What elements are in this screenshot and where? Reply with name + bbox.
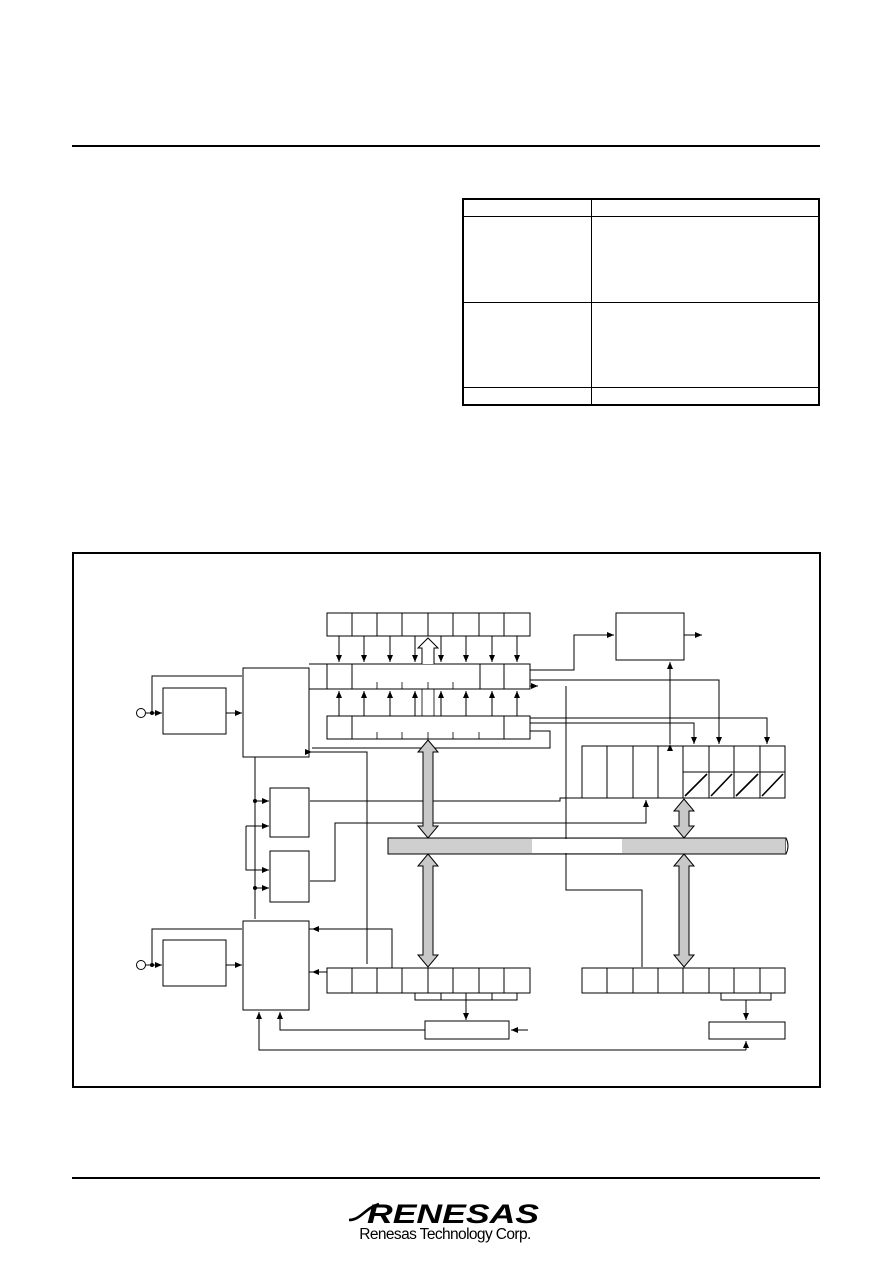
company-name: Renesas Technology Corp.: [359, 1226, 531, 1243]
spec-table-row-rule-1: [464, 302, 818, 303]
arrows-top-to-middle: [336, 636, 520, 662]
block-diagram: [136, 612, 789, 1051]
bus-arrows: [416, 739, 696, 968]
block-bottom-right: [708, 1021, 786, 1040]
renesas-logo-mark: RENESAS: [348, 1199, 539, 1228]
register-right-upper: [581, 745, 786, 799]
logo-text: RENESAS: [367, 1199, 539, 1228]
register-lower: [326, 715, 531, 740]
renesas-logo: RENESAS Renesas Technology Corp.: [347, 1198, 543, 1248]
spec-table-row-rule-2: [464, 387, 818, 388]
register-top: [326, 612, 531, 637]
spec-table-header-rule: [464, 216, 818, 217]
block-bottom-left: [424, 1020, 510, 1040]
internal-bus: [387, 837, 789, 855]
register-bottom-right: [581, 967, 786, 994]
block-diagram-frame: [72, 552, 821, 1088]
block-left-upper-small: [162, 687, 227, 735]
hollow-up-arrow: [416, 637, 440, 664]
block-left-upper-large: [242, 667, 310, 758]
block-left-lower-small: [162, 939, 227, 987]
input-pin-lower: [136, 960, 146, 970]
spec-table: [462, 198, 820, 406]
block-left-lower-large: [242, 920, 310, 1011]
block-middle-upper: [269, 787, 310, 838]
footer-rule: [72, 1177, 820, 1179]
register-middle: [326, 663, 531, 690]
input-pin-upper: [136, 708, 146, 718]
block-middle-lower: [269, 850, 310, 903]
block-right-top: [615, 612, 685, 661]
header-rule: [72, 145, 820, 147]
register-bottom-left: [326, 967, 531, 994]
arrows-lower-to-middle: [336, 691, 520, 716]
